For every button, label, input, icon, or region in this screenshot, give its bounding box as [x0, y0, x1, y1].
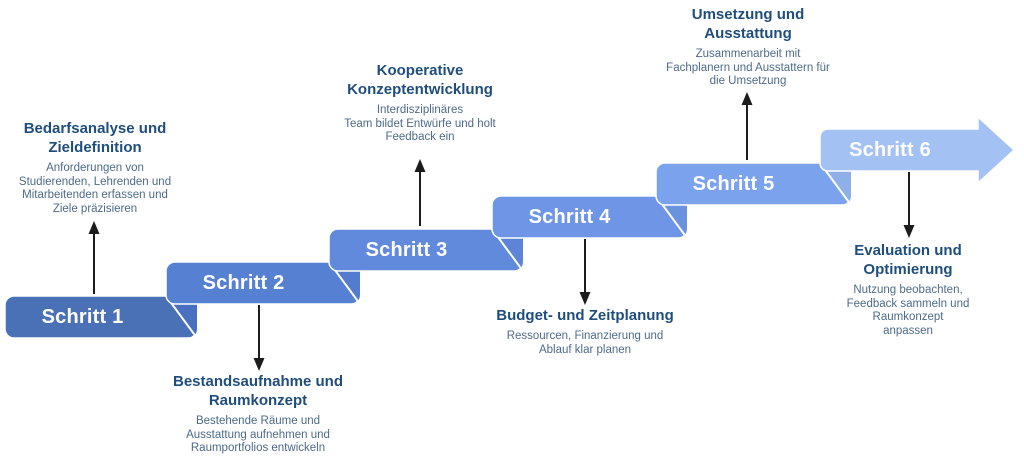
- arrowhead-down-4: [579, 292, 591, 305]
- step-label-2: Schritt 2: [202, 272, 285, 294]
- step-title-1: Bedarfsanalyse und Zieldefinition: [23, 120, 167, 156]
- step-title-4: Budget- und Zeitplanung: [496, 307, 674, 324]
- arrowhead-up-5: [741, 92, 753, 105]
- step-description-2: Bestehende Räume und Ausstattung aufnehm…: [186, 415, 330, 454]
- arrowhead-down-2: [253, 358, 265, 371]
- arrowhead-up-3: [414, 159, 426, 172]
- step-label-4: Schritt 4: [528, 206, 611, 228]
- step-description-1: Anforderungen von Studierenden, Lehrende…: [18, 162, 172, 215]
- step-description-4: Ressourcen, Finanzierung und Ablauf klar…: [506, 330, 664, 356]
- connector-arrow-down-4: [579, 239, 591, 305]
- step-label-3: Schritt 3: [365, 239, 448, 261]
- step-description-6: Nutzung beobachten, Feedback sammeln und…: [846, 284, 970, 337]
- text-block-step-1: Bedarfsanalyse und Zieldefinition Anford…: [0, 119, 190, 216]
- text-block-step-6: Evaluation und Optimierung Nutzung beoba…: [813, 241, 1003, 338]
- step-title-6: Evaluation und Optimierung: [854, 242, 962, 278]
- connector-arrow-down-2: [253, 305, 265, 371]
- text-block-step-3: Kooperative Konzeptentwicklung Interdisz…: [325, 61, 515, 145]
- text-block-step-5: Umsetzung und Ausstattung Zusammenarbeit…: [653, 5, 843, 89]
- connector-arrow-up-5: [741, 92, 753, 160]
- connector-arrow-down-6: [903, 172, 915, 238]
- step-title-3: Kooperative Konzeptentwicklung: [347, 62, 493, 98]
- step-description-5: Zusammenarbeit mit Fachplanern und Ausst…: [666, 48, 830, 87]
- step-label-1: Schritt 1: [41, 306, 124, 328]
- arrowhead-up-1: [88, 221, 100, 234]
- text-block-step-2: Bestandsaufnahme und Raumkonzept Bestehe…: [163, 372, 353, 456]
- connector-arrow-up-3: [414, 159, 426, 226]
- step-description-3: Interdisziplinäres Team bildet Entwürfe …: [344, 104, 496, 143]
- step-label-6: Schritt 6: [849, 139, 931, 161]
- arrowhead-down-6: [903, 225, 915, 238]
- connector-arrow-up-1: [88, 221, 100, 294]
- step-title-5: Umsetzung und Ausstattung: [691, 6, 805, 42]
- step-band-6-arrow: [819, 116, 1015, 184]
- text-block-step-4: Budget- und Zeitplanung Ressourcen, Fina…: [490, 306, 680, 357]
- step-title-2: Bestandsaufnahme und Raumkonzept: [172, 373, 344, 409]
- step-label-5: Schritt 5: [692, 173, 775, 195]
